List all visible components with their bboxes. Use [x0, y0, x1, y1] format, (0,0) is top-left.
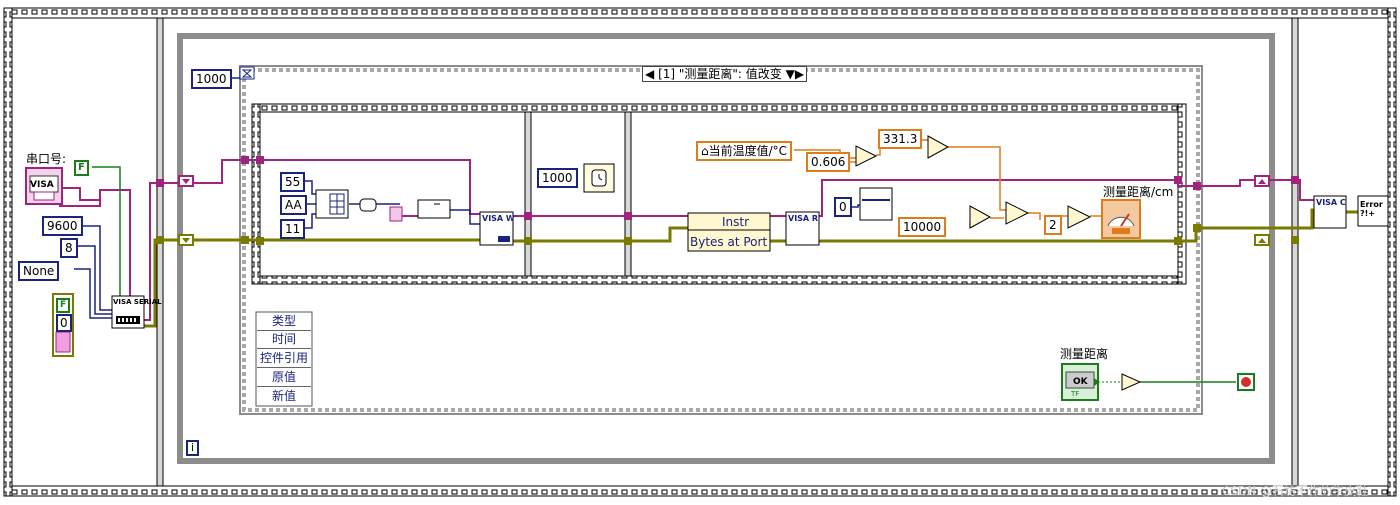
coefficient-constant[interactable]: 0.606 [806, 152, 851, 172]
half-constant[interactable]: 2 [1044, 215, 1062, 235]
divisor-constant[interactable]: 10000 [898, 217, 947, 237]
visa-read-label: VISA R [788, 214, 819, 223]
while-loop[interactable] [177, 33, 1275, 464]
loop-iteration-terminal: i [186, 440, 200, 456]
event-data-newval: 新值 [257, 388, 311, 405]
error-cluster-wire [143, 208, 1358, 328]
event-case-selector[interactable]: ◀ [1] "测量距离": 值改变 ▼▶ [642, 66, 808, 82]
multiply-node-1[interactable] [855, 145, 878, 167]
baud-rate-constant[interactable]: 9600 [42, 216, 83, 236]
visa-read-node[interactable] [785, 211, 820, 246]
stop-button-label: 测量距离 [1060, 347, 1109, 361]
byte-array-to-string-node[interactable] [417, 199, 451, 219]
wait-ms-constant[interactable]: 1000 [537, 168, 578, 188]
local-variable-icon: ⌂ [701, 144, 709, 158]
inner-flat-sequence [251, 103, 1187, 285]
visa-serial-node-label: VISA SERIAL [113, 298, 162, 306]
stop-button-ok-text: OK [1073, 377, 1088, 387]
error-code-constant[interactable]: 0 [56, 314, 72, 332]
divide-node-2[interactable] [1067, 205, 1092, 229]
error-status-constant[interactable]: F [56, 298, 71, 313]
build-array-node[interactable] [315, 189, 349, 219]
visa-configure-serial-node[interactable] [111, 295, 145, 329]
termination-enable-constant[interactable]: F [74, 160, 89, 176]
visa-write-label: VISA W [482, 214, 515, 223]
property-instr-label: Instr [722, 215, 750, 229]
loop-tunnels [156, 156, 1299, 246]
distance-gauge-label: 测量距离/cm [1103, 185, 1174, 199]
string-to-number-node[interactable] [859, 187, 893, 221]
visa-resource-value[interactable]: VISA [30, 180, 54, 190]
distance-gauge-indicator[interactable] [1101, 199, 1141, 239]
visa-property-node[interactable] [687, 212, 771, 252]
case-selector-text: [1] "测量距离": 值改变 [658, 67, 782, 81]
not-node[interactable] [1121, 373, 1142, 391]
stop-condition-icon[interactable] [1237, 373, 1255, 391]
visa-close-node[interactable] [1313, 195, 1347, 229]
timeout-terminal-icon [239, 66, 255, 80]
timeout-constant[interactable]: 1000 [191, 69, 232, 89]
outer-flat-sequence [3, 7, 1397, 497]
offset-constant[interactable]: 0 [834, 197, 852, 217]
data-bits-constant[interactable]: 8 [60, 238, 78, 258]
byte-constant-aa[interactable]: AA [280, 195, 307, 215]
visa-close-label: VISA C [1316, 198, 1346, 207]
case-selector-next-icon[interactable]: ▶ [794, 67, 805, 81]
visa-resource-control[interactable] [25, 167, 63, 205]
event-data-oldval: 原值 [257, 369, 311, 387]
error-handler-node[interactable] [1357, 195, 1389, 227]
event-data-type: 类型 [257, 313, 311, 331]
divide-node-1[interactable] [969, 205, 992, 229]
property-bytes-at-port[interactable]: Bytes at Port [690, 235, 768, 249]
watermark-text: CSDN @石坊不作的牛皮鞋 [1222, 484, 1369, 498]
visa-write-node[interactable] [479, 211, 514, 246]
stop-button-tf-text: TF [1071, 390, 1080, 398]
case-selector-prev-icon[interactable]: ◀ [645, 67, 655, 81]
multiply-node-2[interactable] [1005, 201, 1030, 225]
temperature-local-variable[interactable]: ⌂当前温度值/°C [696, 141, 793, 161]
type-cast-u8-node[interactable] [359, 198, 377, 212]
stop-button-terminal[interactable] [1061, 363, 1100, 401]
string-indicator-icon [389, 206, 403, 222]
byte-constant-11[interactable]: 11 [280, 219, 306, 239]
sound-speed-constant[interactable]: 331.3 [878, 129, 923, 149]
wait-ms-node[interactable] [583, 163, 615, 193]
byte-constant-55[interactable]: 55 [280, 172, 306, 192]
boolean-wire [92, 166, 1236, 383]
add-node[interactable] [927, 135, 950, 159]
event-data-ctlref: 控件引用 [257, 350, 311, 368]
event-data-time: 时间 [257, 331, 311, 349]
serial-port-label: 串口号: [26, 152, 67, 166]
error-handler-label: Error ?!+ [1360, 200, 1383, 218]
case-selector-dropdown-icon[interactable]: ▼ [785, 67, 795, 81]
parity-enum-constant[interactable]: None [18, 261, 60, 281]
